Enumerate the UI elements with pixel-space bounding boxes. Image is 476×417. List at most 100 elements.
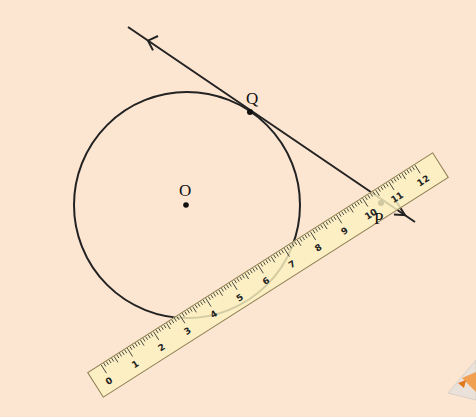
pencil [448, 360, 476, 400]
ruler-tick [344, 210, 346, 213]
ruler-tick [271, 256, 275, 262]
ruler-tick [412, 167, 414, 170]
ruler-tick [159, 328, 161, 331]
ruler-tick [250, 270, 252, 273]
ruler-tick [164, 325, 166, 328]
ruler-tick [365, 197, 367, 200]
point-label: Q [246, 90, 258, 107]
ruler-tick [130, 346, 132, 349]
ruler-tick [394, 178, 396, 181]
ruler-tick [143, 338, 145, 341]
ruler-tick [237, 278, 239, 281]
ruler-tick [174, 318, 176, 321]
ruler-tick [177, 316, 179, 319]
arrow-head [148, 36, 158, 50]
ruler-tick [410, 168, 412, 171]
ruler-tick [114, 356, 118, 362]
ruler-tick [261, 263, 263, 266]
ruler-tick [187, 310, 189, 313]
ruler-tick [357, 202, 359, 205]
ruler-tick [242, 275, 244, 278]
ruler-tick [397, 177, 399, 180]
ruler-tick [404, 172, 406, 175]
ruler-tick [383, 185, 385, 188]
ruler-tick [203, 300, 205, 303]
ruler-tick [156, 330, 158, 333]
ruler-tick [263, 261, 265, 264]
center-dot [183, 202, 189, 208]
ruler-tick [245, 273, 249, 279]
ruler-tick [274, 255, 276, 258]
ruler-tick [360, 200, 362, 203]
ruler-tick [119, 353, 121, 356]
ruler-tick [349, 207, 353, 213]
ruler-tick [195, 305, 197, 308]
ruler-tick [391, 180, 393, 183]
ruler-tick [138, 341, 140, 344]
ruler-number: 0 [104, 376, 114, 387]
ruler-tick [305, 235, 307, 238]
ruler-tick [135, 343, 137, 346]
ruler-tick [221, 288, 223, 291]
ruler-tick [109, 360, 111, 363]
ruler-tick [132, 345, 134, 348]
ruler-number: 2 [157, 343, 167, 354]
point-label: P [374, 210, 383, 227]
ruler-tick [295, 241, 297, 244]
ruler-tick [211, 295, 213, 298]
ruler-tick [266, 260, 268, 263]
ruler-tick [219, 290, 223, 296]
ruler-tick [402, 173, 406, 179]
ruler-tick [193, 306, 197, 312]
ruler-tick [216, 291, 218, 294]
ruler-tick [376, 190, 380, 196]
ruler-tick [415, 165, 420, 173]
ruler-number: 4 [209, 309, 219, 320]
ruler-tick [182, 313, 184, 316]
ruler-tick [112, 358, 114, 361]
center-label: O [179, 182, 191, 199]
ruler-tick [253, 268, 255, 271]
ruler-tick [297, 240, 301, 246]
ruler-number: 12 [416, 174, 431, 188]
ruler-tick [104, 363, 106, 366]
ruler: 0123456789101112 [87, 152, 449, 398]
ruler-tick [355, 203, 357, 206]
ruler-tick [399, 175, 401, 178]
ruler-tick [169, 321, 171, 324]
ruler-tick [279, 251, 281, 254]
ruler-tick [268, 258, 270, 261]
ruler-tick [326, 221, 328, 224]
ruler-tick [166, 323, 170, 329]
ruler-tick [240, 276, 242, 279]
ruler-number: 5 [235, 293, 245, 304]
ruler-tick [347, 208, 349, 211]
ruler-tick [229, 283, 231, 286]
ruler-tick [140, 340, 144, 346]
ruler-tick [117, 355, 119, 358]
ruler-tick [106, 361, 108, 364]
ruler-tick [172, 320, 174, 323]
ruler-tick [122, 351, 124, 354]
ruler-tick [292, 243, 294, 246]
ruler-tick [339, 213, 341, 216]
ruler-tick [148, 335, 150, 338]
ruler-tick [247, 271, 249, 274]
ruler-tick [313, 230, 315, 233]
ruler-number: 6 [261, 276, 271, 287]
ruler-tick [151, 333, 153, 336]
ruler-tick [321, 225, 323, 228]
ruler-tick [234, 280, 236, 283]
ruler-tick [370, 193, 372, 196]
ruler-ticks [88, 153, 450, 399]
ruler-number: 1 [130, 359, 140, 370]
ruler-number: 3 [183, 326, 193, 337]
ruler-tick [378, 188, 380, 191]
ruler-tick [276, 253, 278, 256]
ruler-tick [323, 223, 327, 229]
ruler-tick [300, 238, 302, 241]
ruler-number: 11 [390, 191, 405, 205]
ruler-tick [352, 205, 354, 208]
ruler-tick [190, 308, 192, 311]
